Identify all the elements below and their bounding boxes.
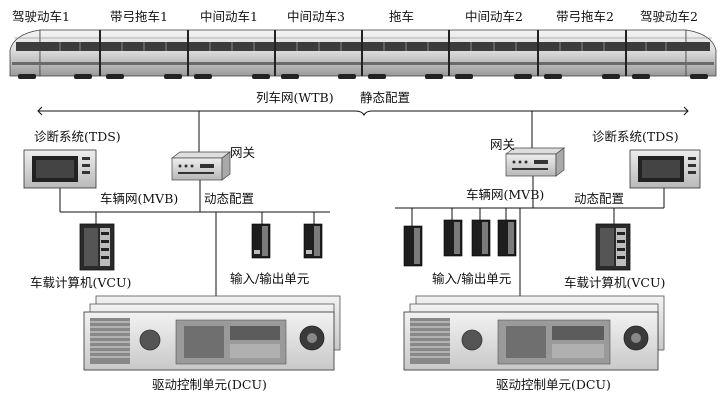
left-dcu-stack: [83, 295, 341, 371]
car-label-8: 驾驶动车2: [640, 9, 698, 24]
left-gateway-label: 网关: [230, 145, 256, 160]
wtb-label: 列车网(WTB): [256, 90, 334, 105]
right-io-modules: [403, 219, 517, 267]
left-vcu-label: 车载计算机(VCU): [30, 275, 132, 290]
left-tds-monitor: [23, 149, 97, 189]
right-dcu-stack: [403, 295, 665, 371]
left-mvb-lines: [59, 180, 330, 298]
car-label-2: 带弓拖车1: [110, 9, 168, 24]
right-vcu-label: 车载计算机(VCU): [564, 275, 666, 290]
car-label-5: 拖车: [389, 9, 415, 24]
left-mvb-label: 车辆网(MVB): [100, 191, 179, 206]
right-mvb-label: 车辆网(MVB): [466, 187, 545, 202]
left-dcu-label: 驱动控制单元(DCU): [152, 377, 267, 392]
right-vcu-device: [595, 223, 631, 271]
car-label-4: 中间动车3: [287, 9, 345, 24]
right-dynamic-config-label: 动态配置: [574, 191, 625, 206]
left-vcu-device: [79, 223, 115, 271]
wtb-static-config-label: 静态配置: [360, 90, 411, 105]
car-label-6: 中间动车2: [465, 9, 523, 24]
left-io-label: 输入/输出单元: [230, 271, 310, 286]
wtb-bus-line: [37, 106, 689, 117]
right-mvb-lines: [395, 176, 665, 298]
car-label-3: 中间动车1: [200, 9, 258, 24]
right-gateway-device: [504, 147, 566, 177]
left-dynamic-config-label: 动态配置: [204, 191, 255, 206]
right-gateway-label: 网关: [490, 137, 516, 152]
right-io-label: 输入/输出单元: [432, 271, 512, 286]
car-label-7: 带弓拖车2: [556, 9, 614, 24]
right-tds-monitor: [629, 149, 701, 189]
left-gateway-device: [170, 151, 232, 181]
train-illustration: [9, 29, 717, 79]
left-io-modules: [251, 223, 323, 259]
car-label-1: 驾驶动车1: [12, 9, 70, 24]
right-dcu-label: 驱动控制单元(DCU): [496, 377, 611, 392]
left-tds-label: 诊断系统(TDS): [34, 129, 121, 144]
right-tds-label: 诊断系统(TDS): [592, 129, 679, 144]
